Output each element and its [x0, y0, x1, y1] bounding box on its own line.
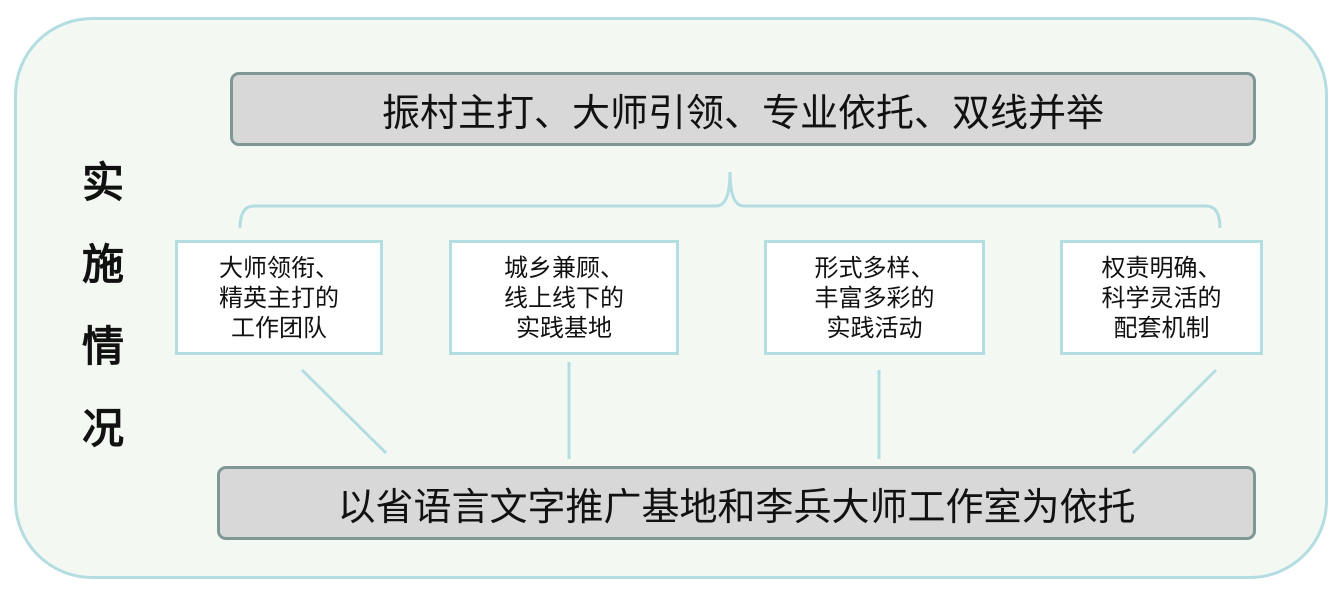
side-title-char: 施 — [81, 240, 124, 289]
top-banner: 振村主打、大师引领、专业依托、双线并举 — [230, 72, 1256, 146]
side-title-char: 情 — [81, 322, 124, 371]
top-brace — [238, 171, 1222, 229]
card-line: 科学灵活的 — [1101, 283, 1222, 312]
card-line: 实践基地 — [516, 313, 612, 342]
card-practice-activities: 形式多样、 丰富多彩的 实践活动 — [764, 240, 985, 355]
top-banner-text: 振村主打、大师引领、专业依托、双线并举 — [381, 90, 1104, 135]
bottom-banner: 以省语言文字推广基地和李兵大师工作室为依托 — [217, 466, 1256, 540]
bottom-banner-text: 以省语言文字推广基地和李兵大师工作室为依托 — [337, 484, 1136, 529]
card-line: 城乡兼顾、 — [504, 253, 624, 282]
card-line: 大师领衔、 — [219, 253, 339, 282]
card-line: 权责明确、 — [1101, 253, 1222, 282]
side-title: 实 施 情 况 — [58, 142, 148, 470]
card-line: 形式多样、 — [814, 253, 935, 282]
card-line: 工作团队 — [231, 313, 327, 342]
connector-line-1 — [300, 368, 388, 455]
side-title-char: 实 — [81, 158, 124, 207]
card-practice-base: 城乡兼顾、 线上线下的 实践基地 — [449, 240, 679, 355]
card-support-mechanism: 权责明确、 科学灵活的 配套机制 — [1060, 240, 1263, 355]
side-title-char: 况 — [81, 404, 124, 453]
connector-line-4 — [1131, 368, 1218, 455]
card-line: 精英主打的 — [219, 283, 339, 312]
card-line: 配套机制 — [1113, 313, 1210, 342]
card-line: 实践活动 — [826, 313, 923, 342]
card-work-team: 大师领衔、 精英主打的 工作团队 — [175, 240, 383, 355]
card-line: 线上线下的 — [504, 283, 624, 312]
card-line: 丰富多彩的 — [814, 283, 935, 312]
